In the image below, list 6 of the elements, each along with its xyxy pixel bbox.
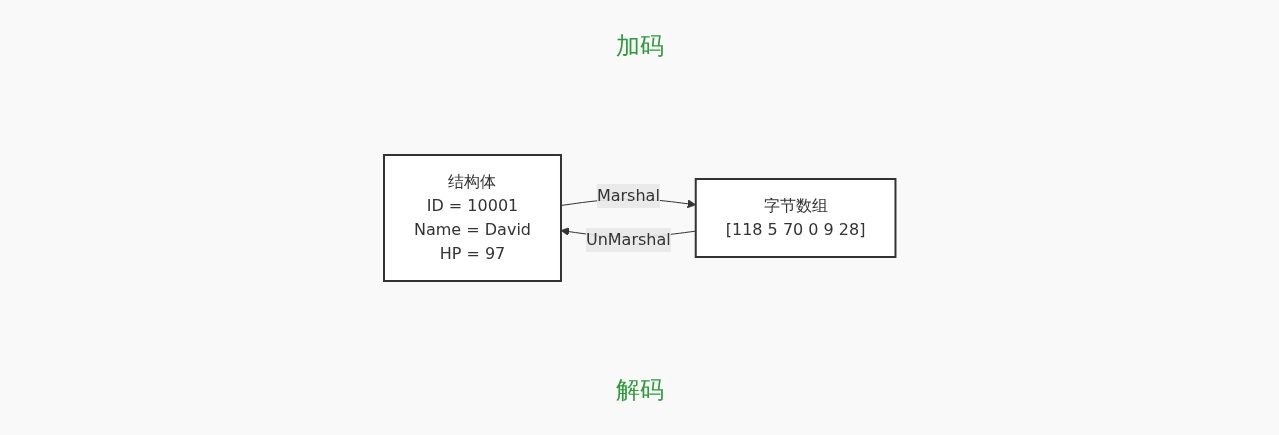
edge-label: Marshal — [596, 185, 660, 205]
edge-caption: 加码 — [615, 30, 664, 62]
node-box: 字节数组 [118 5 70 0 9 28] — [694, 177, 897, 258]
node-box: 结构体 ID = 10001 Name = David HP = 97 — [382, 153, 562, 282]
edge-caption: 解码 — [615, 374, 664, 406]
edge-label: UnMarshal — [585, 229, 671, 249]
